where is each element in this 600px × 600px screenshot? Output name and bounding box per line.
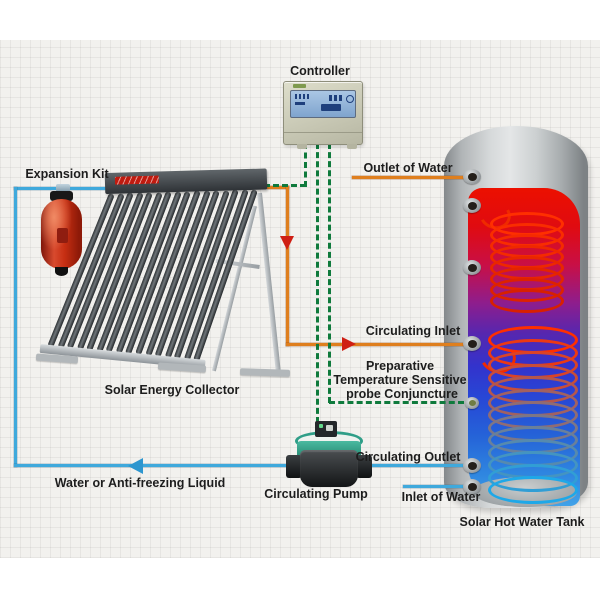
flow-arrow-left-icon: [128, 458, 143, 474]
controller-box: [283, 81, 363, 149]
lcd-segment-icons: [295, 94, 311, 99]
label-expansion-kit: Expansion Kit: [25, 167, 109, 181]
lcd-segment-bar: [295, 102, 305, 105]
tank-port-upper-coil-top: [463, 198, 481, 213]
flow-arrow-right-icon: [342, 337, 356, 351]
label-circulating-inlet: Circulating Inlet: [365, 324, 461, 338]
label-water-or-antifreezing: Water or Anti-freezing Liquid: [54, 476, 226, 490]
lcd-clock-digits: [321, 104, 341, 111]
label-circulating-pump: Circulating Pump: [264, 487, 368, 501]
label-inlet-of-water: Inlet of Water: [401, 490, 481, 504]
hot-pipe-outlet-of-water: [352, 176, 470, 179]
label-solar-energy-collector: Solar Energy Collector: [104, 383, 240, 397]
label-solar-hot-water-tank: Solar Hot Water Tank: [459, 515, 585, 529]
upper-coil-loop: [490, 289, 564, 313]
label-probe-line1: Preparative: [365, 359, 435, 373]
flow-arrow-down-icon: [280, 236, 294, 250]
pump-port-left: [286, 455, 302, 478]
label-controller: Controller: [290, 64, 350, 78]
tank-port-circulating-inlet: [463, 336, 481, 351]
cold-pipe-left-vertical: [14, 187, 17, 467]
expansion-bottom-valve: [55, 267, 68, 276]
controller-seam: [284, 132, 362, 133]
controller-foot-right: [347, 144, 357, 149]
controller-button: [293, 84, 306, 88]
lcd-temperature-digits: [329, 95, 342, 101]
cold-pipe-inlet-of-water: [403, 485, 470, 488]
cold-pipe-bottom-horizontal: [14, 464, 470, 467]
hot-pipe-vertical: [286, 186, 289, 346]
sensor-wire-collector-horizontal: [264, 184, 306, 187]
sensor-wire-tank-horizontal: [329, 401, 464, 404]
tank-port-inlet-of-water: [463, 479, 481, 494]
tank-port-outlet-of-water: [463, 169, 481, 184]
pump-control-box: [315, 421, 337, 437]
label-circulating-outlet: Circulating Outlet: [355, 450, 461, 464]
sensor-wire-collector-vertical: [304, 143, 307, 187]
controller-foot-left: [297, 144, 307, 149]
label-probe-line2: Temperature Sensitive: [333, 373, 467, 387]
pump-port-right: [356, 455, 372, 478]
pump-led-icon: [319, 424, 323, 428]
tank-port-temperature-probe: [465, 397, 479, 409]
lcd-status-icon: [346, 95, 354, 103]
expansion-vessel-label-patch: [57, 228, 68, 243]
controller-lcd-screen: [290, 90, 356, 118]
label-outlet-of-water: Outlet of Water: [363, 161, 453, 175]
sensor-wire-pump: [316, 143, 319, 423]
pump-housing: [300, 450, 358, 487]
tank-port-upper-coil-bottom: [463, 260, 481, 275]
hot-pipe-collector-out: [263, 186, 289, 189]
hot-pipe-circulating-inlet: [286, 343, 470, 346]
expansion-cap: [50, 191, 73, 201]
expansion-fitting: [56, 184, 70, 192]
lower-coil-loop: [488, 476, 578, 504]
pump-spec-plate: [326, 425, 333, 431]
label-probe-line3: probe Conjuncture: [346, 387, 458, 401]
sensor-wire-tank-vertical: [328, 143, 331, 403]
tank-port-circulating-outlet: [463, 458, 481, 473]
